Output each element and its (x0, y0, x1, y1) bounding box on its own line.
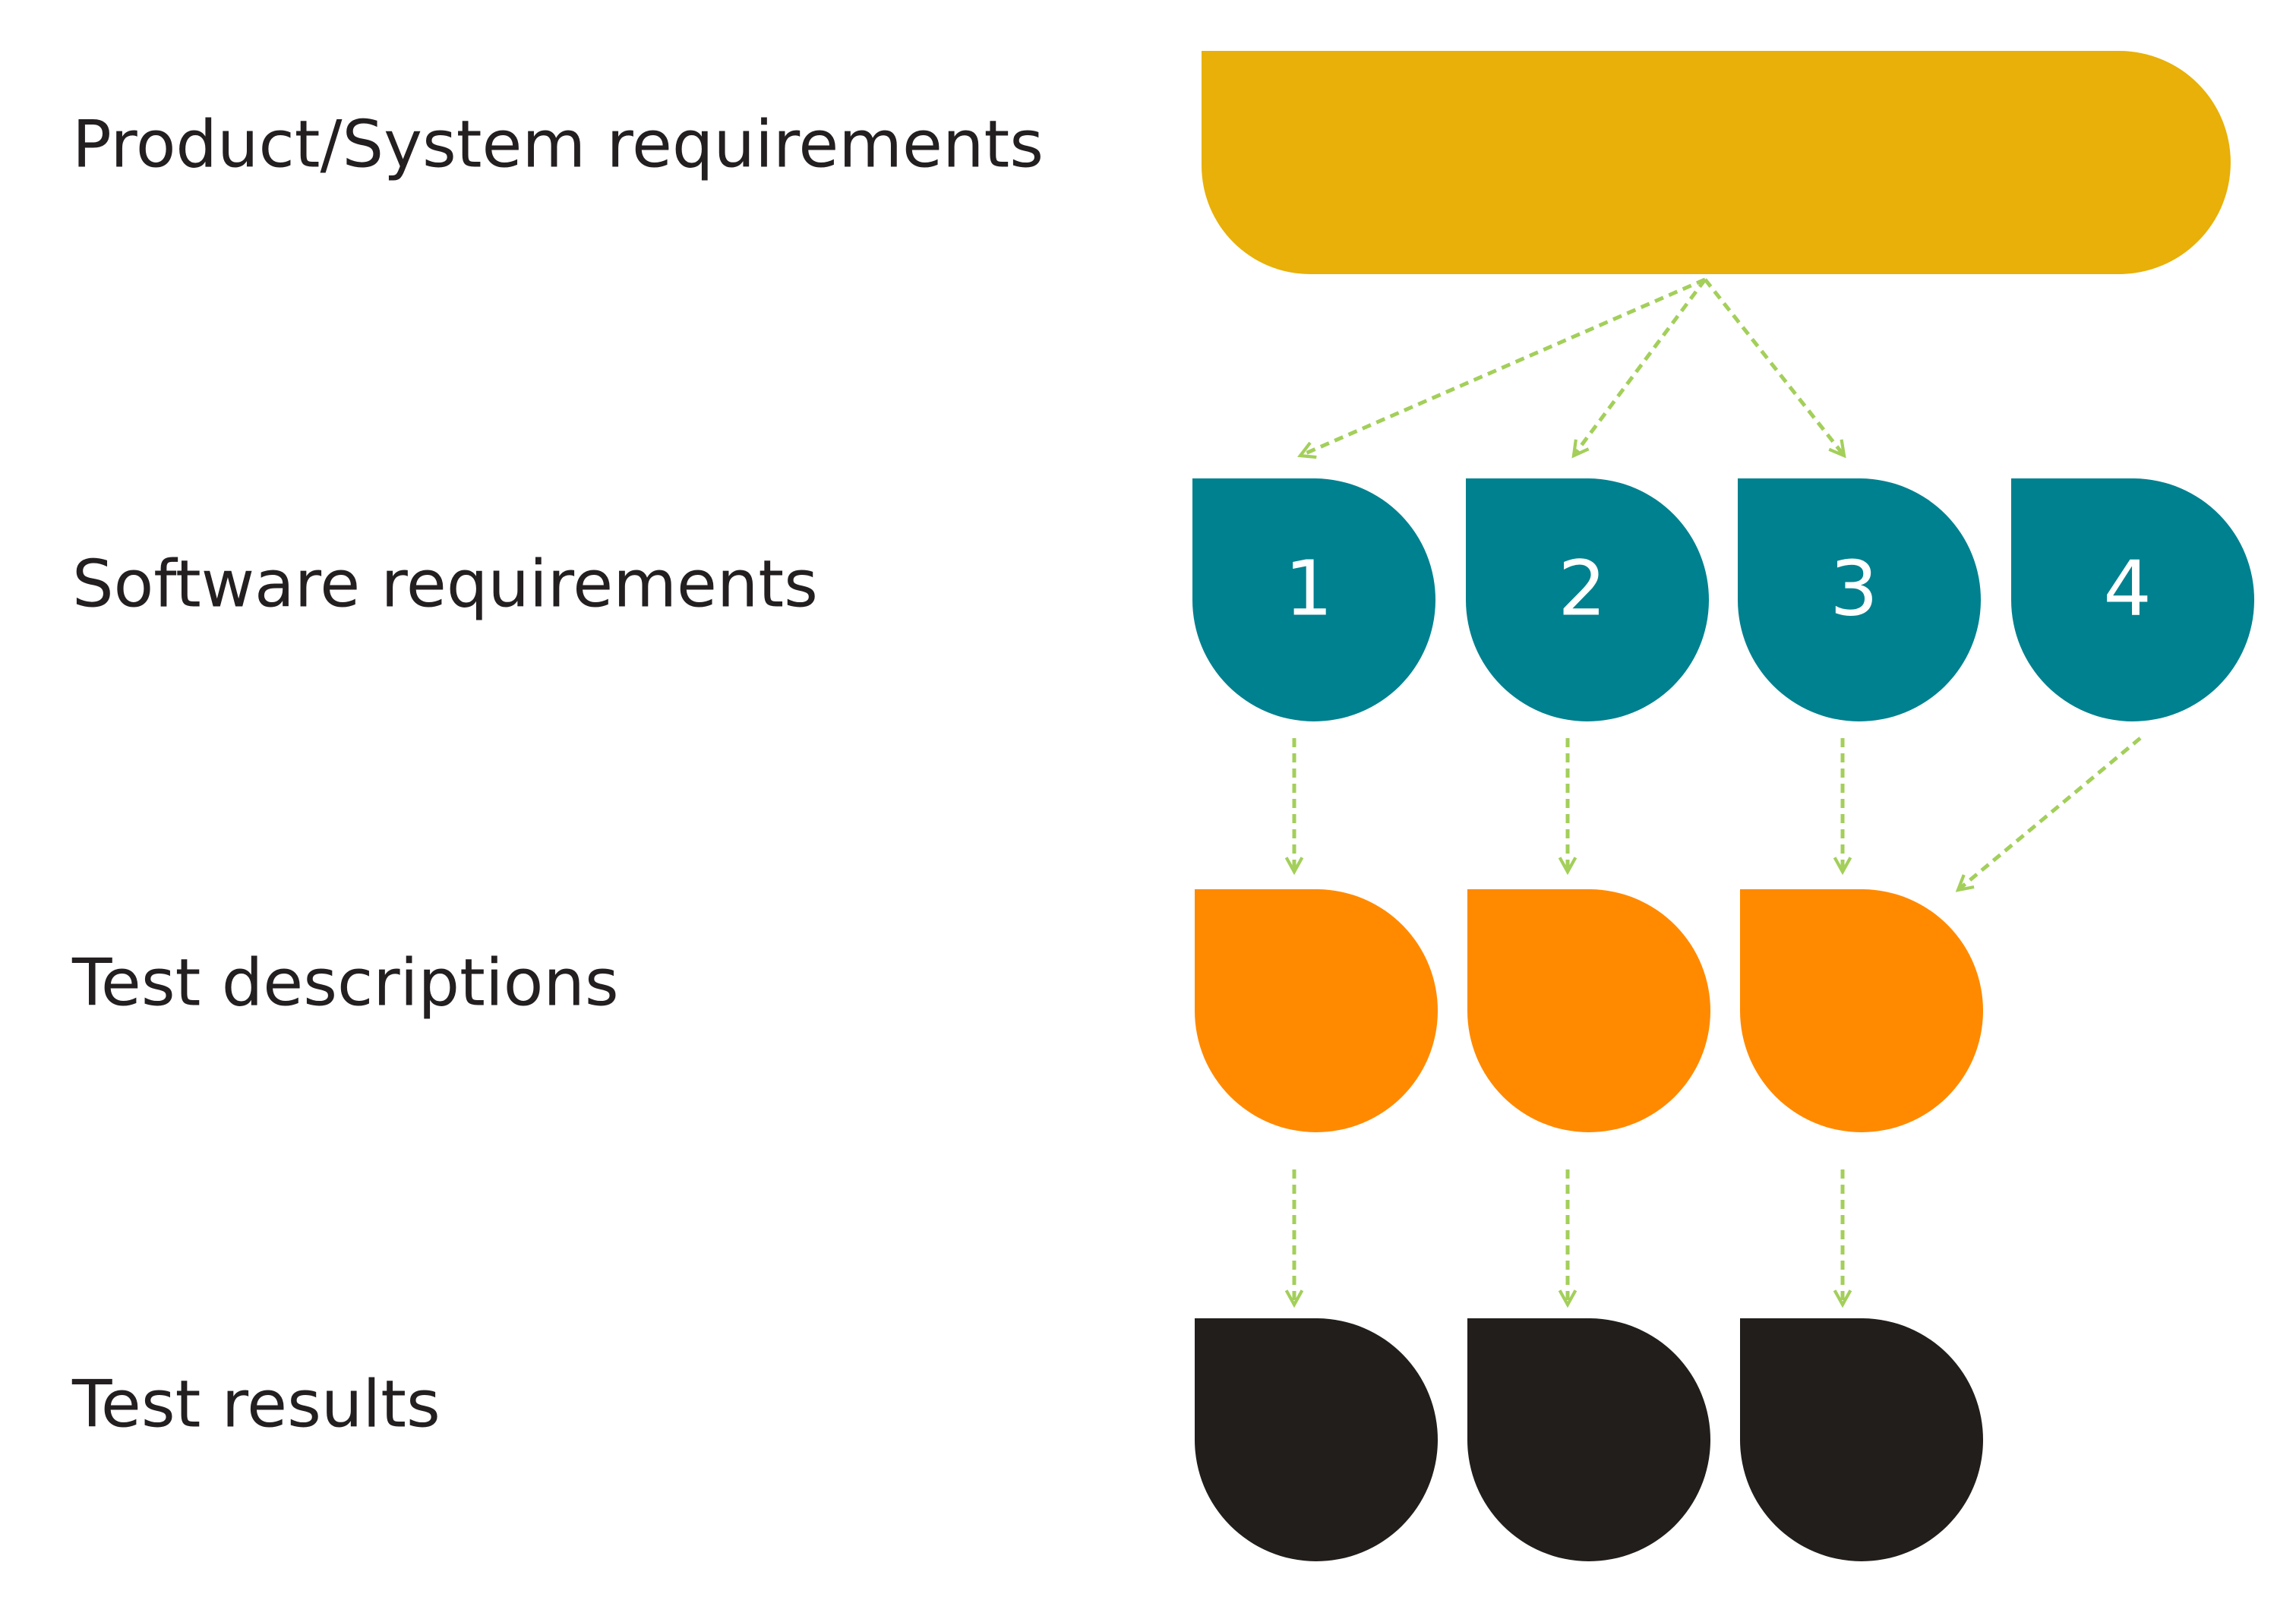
software-requirement-number-3: 3 (1830, 544, 1878, 633)
label-test-descriptions: Test descriptions (71, 945, 619, 1021)
test-results-row (1195, 1318, 1984, 1561)
test-description-block-2 (1467, 889, 1710, 1132)
label-software-requirements: Software requirements (72, 546, 818, 622)
software-requirements-row: 1 2 3 4 (1192, 478, 2255, 721)
software-requirement-block-1 (1192, 478, 1435, 721)
connectors-test-descriptions-to-results (1294, 1169, 1843, 1305)
software-requirement-number-2: 2 (1558, 544, 1606, 633)
test-result-block-1 (1195, 1318, 1438, 1561)
connector-product-to-software-3 (1704, 278, 1844, 456)
software-requirement-number-4: 4 (2103, 544, 2152, 633)
connectors-software-to-test-descriptions (1294, 737, 2142, 890)
connector-product-to-software-1 (1300, 277, 1706, 456)
label-product-system-requirements: Product/System requirements (72, 106, 1044, 182)
connectors-product-to-software (1300, 277, 1844, 456)
product-requirements-block (1202, 51, 2231, 274)
software-requirement-block-4 (2011, 478, 2255, 721)
software-requirement-block-2 (1466, 478, 1709, 721)
test-descriptions-row (1195, 889, 1984, 1132)
label-test-results: Test results (71, 1366, 441, 1442)
test-result-block-3 (1740, 1318, 1984, 1561)
software-requirement-number-1: 1 (1284, 544, 1333, 633)
connector-product-to-software-2 (1574, 278, 1707, 456)
connector-software-4-to-test-description-3 (1958, 737, 2142, 890)
software-requirement-block-3 (1738, 478, 1981, 721)
test-result-block-2 (1467, 1318, 1710, 1561)
test-description-block-1 (1195, 889, 1438, 1132)
test-description-block-3 (1740, 889, 1984, 1132)
